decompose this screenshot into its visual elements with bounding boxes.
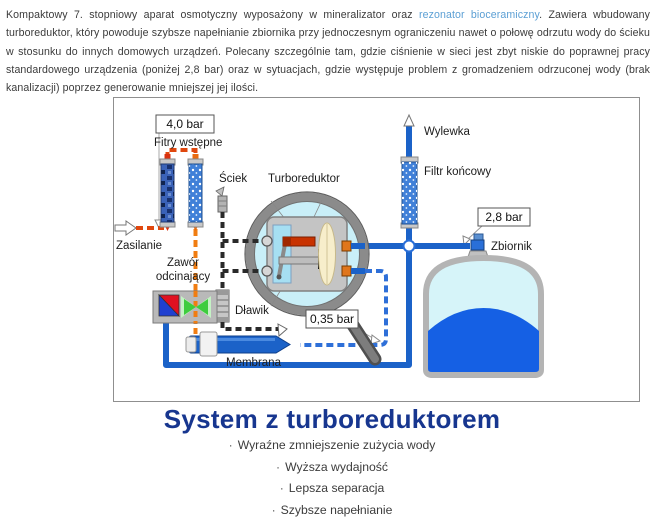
- page-title: System z turboreduktorem: [163, 404, 501, 434]
- list-item-label: Szybsze napełnianie: [280, 502, 393, 517]
- intro-text-before: Kompaktowy 7. stopniowy aparat osmotyczn…: [6, 9, 419, 21]
- bullet-marker: ·: [228, 438, 233, 452]
- spout-arrow: [403, 113, 415, 127]
- valve-indicator-blue: [158, 294, 180, 317]
- sewage-pipe-dashed: [215, 186, 288, 338]
- gauge-pointer-lines: [154, 133, 483, 345]
- prefilter-sediment-column: [187, 158, 204, 228]
- list-item-label: Wyższa wydajność: [285, 459, 388, 474]
- shutoff-valve-box: [152, 290, 218, 324]
- low-pressure-pipe-dashed: [300, 269, 388, 347]
- label-spout: Wylewka: [424, 126, 471, 138]
- list-item: · Lepsza separacja: [10, 481, 654, 495]
- label-shutoff-valve-2: odcinający: [156, 271, 211, 283]
- label-shutoff-valve-1: Zawór: [167, 257, 199, 269]
- gauge-supply-pressure-value: 4,0 bar: [166, 117, 203, 131]
- list-item: · Wyraźne zmniejszenie zużycia wody: [10, 438, 654, 452]
- label-choke: Dławik: [235, 305, 269, 317]
- gauge-tank-pressure: 2,8 bar: [477, 207, 531, 227]
- label-tank: Zbiornik: [491, 241, 532, 253]
- pipe-junction: [402, 239, 416, 253]
- feature-list: ·Wyraźne zmniejszenie zużycia wody ·Wyżs…: [10, 438, 654, 524]
- list-item: · Szybsze napełnianie: [10, 503, 654, 517]
- list-item-label: Wyraźne zmniejszenie zużycia wody: [237, 438, 436, 452]
- gauge-membrane-pressure-value: 0,35 bar: [310, 312, 354, 326]
- supply-inlet-arrow: [114, 220, 137, 236]
- final-filter-column: [400, 156, 419, 229]
- label-prefilters: Fitry wstępne: [154, 137, 222, 149]
- list-item-label: Lepsza separacja: [288, 481, 385, 495]
- tank-water: [428, 308, 539, 372]
- gauge-tank-pressure-value: 2,8 bar: [485, 210, 522, 224]
- storage-tank: [423, 233, 544, 378]
- label-membrane: Membrana: [226, 357, 282, 369]
- bullet-marker: ·: [276, 459, 281, 474]
- intro-paragraph: Kompaktowy 7. stopniowy aparat osmotyczn…: [6, 6, 650, 97]
- bioceramic-resonator-link[interactable]: rezonator bioceramiczny: [418, 9, 540, 21]
- turboreductor-mechanism: [261, 216, 365, 292]
- prefilter-carbon-column: [159, 158, 176, 228]
- label-turboreductor: Turboreduktor: [268, 173, 340, 185]
- membrane-module: [185, 331, 291, 357]
- diagram-frame: 4,0 bar 2,8 bar 0,35 bar Fitry wstępne Z…: [113, 97, 640, 402]
- bullet-marker: ·: [279, 481, 284, 495]
- label-final-filter: Filtr końcowy: [424, 166, 491, 178]
- valve-bowtie-icon: [181, 296, 211, 318]
- bullet-marker: ·: [271, 502, 276, 517]
- tank-inlet-valve: [467, 233, 489, 258]
- system-diagram: 4,0 bar 2,8 bar 0,35 bar Fitry wstępne Z…: [114, 113, 544, 378]
- label-supply: Zasilanie: [116, 240, 162, 252]
- intro-text-after: . Zawiera wbudowany turboreduktor, który…: [6, 9, 651, 95]
- list-item: · Wyższa wydajność: [10, 460, 654, 474]
- label-sewage: Ściek: [219, 172, 247, 185]
- gauge-membrane-pressure: 0,35 bar: [305, 309, 359, 329]
- gauge-supply-pressure: 4,0 bar: [155, 114, 215, 134]
- choke-component: [215, 289, 230, 323]
